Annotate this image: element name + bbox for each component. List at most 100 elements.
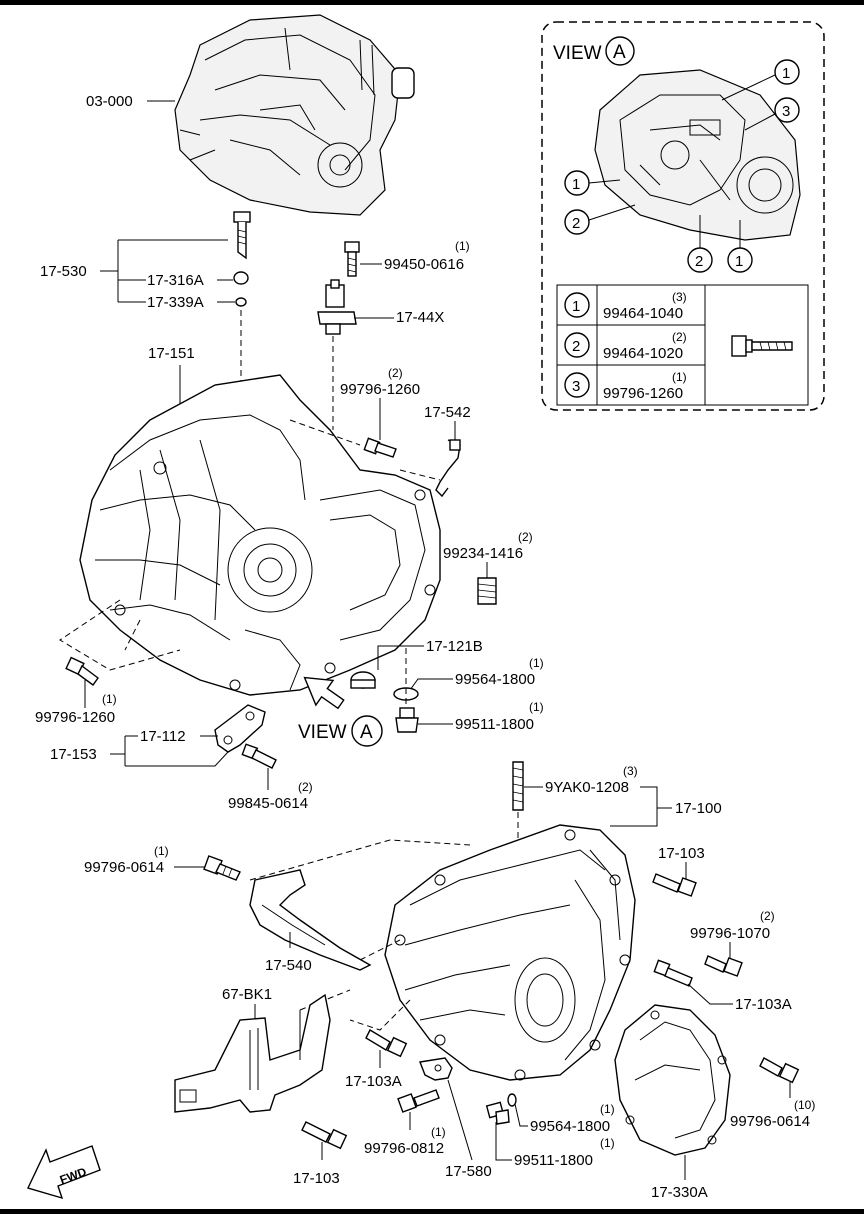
svg-text:1: 1 <box>572 176 580 193</box>
label-17-316a: 17-316A <box>147 272 204 289</box>
bracket-17-112 <box>214 704 266 753</box>
table-row1-part: 99464-1040 <box>603 305 683 322</box>
table-row1-num: 1 <box>572 298 580 315</box>
cover-17-330a <box>614 1004 731 1156</box>
plug-17-121b <box>350 671 376 689</box>
svg-text:(1): (1) <box>102 692 117 706</box>
label-99511-1800-b: 99511-1800 <box>514 1152 593 1169</box>
label-17-542: 17-542 <box>424 404 471 421</box>
table-row2-part: 99464-1020 <box>603 345 683 362</box>
svg-text:(2): (2) <box>388 366 403 380</box>
transaxle-case-17-100 <box>384 824 636 1081</box>
label-99450-0616: 99450-0616 <box>384 256 464 273</box>
top-border-line <box>0 0 864 5</box>
label-99845-0614: 99845-0614 <box>228 795 308 812</box>
bolt-17-103-bottom <box>301 1121 348 1150</box>
label-99564-1800-b: 99564-1800 <box>530 1118 610 1135</box>
table-row3-num: 3 <box>572 378 580 395</box>
svg-text:1: 1 <box>735 253 743 270</box>
speed-sensor-17-44x <box>317 279 357 430</box>
view-a-title: VIEW <box>553 43 602 64</box>
view-a-housing-illustration <box>594 69 801 241</box>
table-row1-qty: (3) <box>672 290 687 304</box>
label-17-339a: 17-339A <box>147 294 204 311</box>
svg-text:(2): (2) <box>760 909 775 923</box>
bolt-17-103 <box>652 873 697 897</box>
label-99796-1070: 99796-1070 <box>690 925 770 942</box>
label-99796-1260: 99796-1260 <box>340 381 420 398</box>
drain-plug-99511-1800-b <box>485 1101 510 1125</box>
transaxle-assembly-illustration <box>174 14 415 216</box>
leader-17-530 <box>100 239 228 303</box>
clip-17-580 <box>419 1057 453 1081</box>
svg-text:(3): (3) <box>623 764 638 778</box>
label-17-100: 17-100 <box>675 800 722 817</box>
fwd-arrow <box>27 1145 101 1200</box>
flange-bolt-icon <box>731 335 793 357</box>
table-row3-qty: (1) <box>672 370 687 384</box>
label-99796-0614: 99796-0614 <box>84 859 164 876</box>
label-17-330a: 17-330A <box>651 1184 708 1201</box>
bracket-17-540 <box>249 869 372 971</box>
clutch-housing-17-151 <box>79 374 441 696</box>
label-17-153: 17-153 <box>50 746 97 763</box>
stud-99234-1416 <box>477 577 497 605</box>
bolt-99796-1070 <box>704 955 743 977</box>
bolt-99796-0614 <box>203 855 241 881</box>
label-17-103a-left: 17-103A <box>345 1073 402 1090</box>
svg-text:(1): (1) <box>600 1102 615 1116</box>
clip-17-542 <box>435 439 461 498</box>
svg-text:(1): (1) <box>455 239 470 253</box>
svg-text:(1): (1) <box>431 1125 446 1139</box>
label-17-540: 17-540 <box>265 957 312 974</box>
breather-parts <box>233 211 251 307</box>
view-a-bolt-table <box>556 284 809 406</box>
view-a-arrow-letter: A <box>360 722 373 743</box>
bolt-99450-0616 <box>344 241 360 277</box>
label-67-bk1: 67-BK1 <box>222 986 272 1003</box>
svg-text:(2): (2) <box>518 530 533 544</box>
bracket-67-bk1 <box>174 993 331 1113</box>
label-17-103-bottom: 17-103 <box>293 1170 340 1187</box>
washer-99564-1800-b <box>507 1093 517 1107</box>
svg-text:2: 2 <box>695 253 703 270</box>
bolt-99796-0614-b <box>759 1057 800 1084</box>
svg-text:(1): (1) <box>529 656 544 670</box>
label-99796-0812: 99796-0812 <box>364 1140 444 1157</box>
bolt-99796-0812 <box>397 1089 440 1113</box>
svg-text:2: 2 <box>572 215 580 232</box>
view-a-detail-box <box>541 21 825 411</box>
svg-text:3: 3 <box>782 103 790 120</box>
label-17-44x: 17-44X <box>396 309 444 326</box>
label-99796-0614-b: 99796-0614 <box>730 1113 810 1130</box>
label-17-580: 17-580 <box>445 1163 492 1180</box>
svg-text:(1): (1) <box>529 700 544 714</box>
label-17-151: 17-151 <box>148 345 195 362</box>
bolt-99796-1260-b <box>65 656 99 686</box>
view-a-letter: A <box>613 42 626 63</box>
svg-text:(1): (1) <box>154 844 169 858</box>
bolt-17-103a-left <box>365 1029 408 1058</box>
label-17-121b: 17-121B <box>426 638 483 655</box>
label-99564-1800-a: 99564-1800 <box>455 671 535 688</box>
bottom-border-line <box>0 1209 864 1214</box>
svg-text:(1): (1) <box>600 1136 615 1150</box>
svg-text:1: 1 <box>782 65 790 82</box>
label-03-000: 03-000 <box>86 93 133 110</box>
label-17-103: 17-103 <box>658 845 705 862</box>
table-row2-num: 2 <box>572 338 580 355</box>
label-99234-1416: 99234-1416 <box>443 545 523 562</box>
table-row2-qty: (2) <box>672 330 687 344</box>
bolt-17-103a-right <box>653 959 693 987</box>
table-row3-part: 99796-1260 <box>603 385 683 402</box>
bolt-99845-0614 <box>241 743 277 769</box>
label-17-112: 17-112 <box>140 728 186 745</box>
label-99511-1800-a: 99511-1800 <box>455 716 534 733</box>
bolt-99796-1260 <box>363 437 397 458</box>
view-a-arrow <box>303 676 345 710</box>
svg-text:(10): (10) <box>794 1098 815 1112</box>
label-99796-1260-b: 99796-1260 <box>35 709 115 726</box>
label-17-530: 17-530 <box>40 263 87 280</box>
label-17-103a-right: 17-103A <box>735 996 792 1013</box>
